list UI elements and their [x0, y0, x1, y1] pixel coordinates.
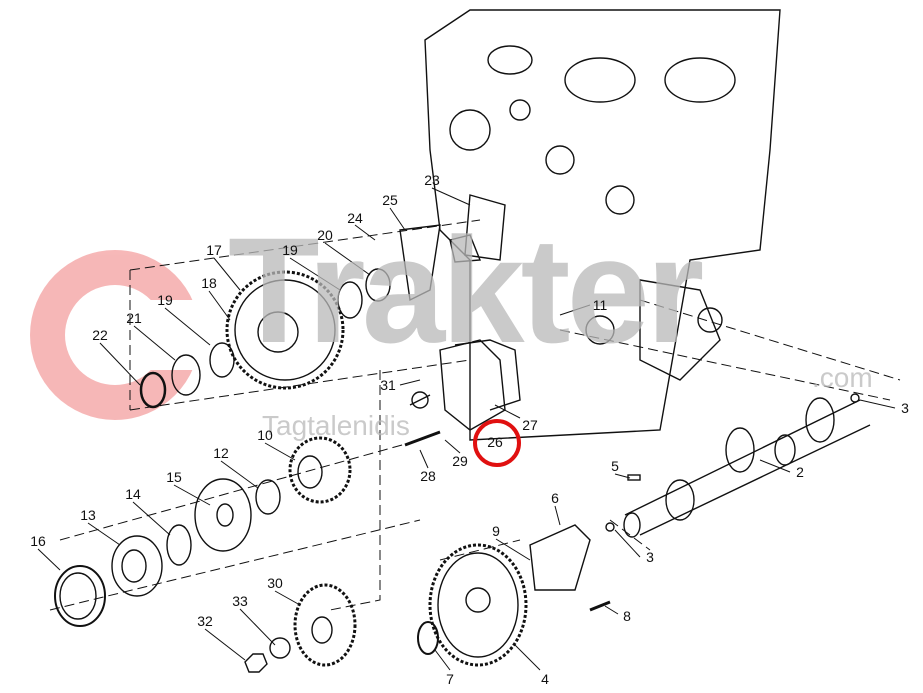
callout-13: 13: [80, 507, 96, 523]
cam-gear-4: [428, 543, 528, 667]
washer-20: [365, 268, 391, 302]
washer-12: [255, 479, 281, 515]
callout-6: 6: [551, 490, 559, 506]
callout-21: 21: [126, 310, 142, 326]
callout-7: 7: [446, 671, 454, 687]
callout-26: 26: [487, 434, 503, 450]
washer-33: [269, 637, 291, 659]
watermark-domain: .com: [812, 362, 873, 393]
callout-14: 14: [125, 486, 141, 502]
callout-12: 12: [213, 445, 229, 461]
callout-4: 4: [541, 671, 549, 687]
callout-31: 31: [380, 377, 396, 393]
plug-3b: [850, 393, 860, 403]
callout-16: 16: [30, 533, 46, 549]
bracket-25: [399, 224, 441, 302]
callout-19b: 19: [157, 292, 173, 308]
callout-9: 9: [492, 523, 500, 539]
callout-28: 28: [420, 468, 436, 484]
callout-22: 22: [92, 327, 108, 343]
callout-29: 29: [452, 453, 468, 469]
ring-14: [166, 524, 192, 566]
callout-3: 3: [901, 400, 909, 416]
callout-33: 33: [232, 593, 248, 609]
callout-30: 30: [267, 575, 283, 591]
thrust-plate-6: [529, 524, 591, 591]
callout-11: 11: [592, 297, 608, 313]
bushing-19b: [209, 342, 235, 378]
callout-27: 27: [522, 417, 538, 433]
callout-19: 19: [282, 242, 298, 258]
plate-15: [194, 478, 252, 552]
plug-3: [605, 522, 615, 532]
bearing-13: [111, 535, 163, 597]
circlip-7: [417, 621, 439, 655]
snap-ring-22: [139, 371, 167, 409]
callout-15: 15: [166, 469, 182, 485]
nut-32: [244, 653, 268, 673]
callout-18: 18: [201, 275, 217, 291]
bolt-28: [404, 430, 441, 447]
seal-16: [54, 565, 106, 627]
watermark-brand: Trakter: [228, 206, 704, 374]
callout-2: 2: [796, 464, 804, 480]
gear-30: [293, 583, 357, 667]
assembly-lines: [49, 219, 901, 611]
callout-20: 20: [317, 227, 333, 243]
callout-24: 24: [347, 210, 363, 226]
callout-32: 32: [197, 613, 213, 629]
watermark-owner: Tagtalenidis: [262, 410, 410, 441]
hub-21: [171, 354, 201, 396]
gear-10: [288, 436, 352, 504]
callout-8: 8: [623, 608, 631, 624]
highlight-circle: [473, 419, 521, 467]
callout-17: 17: [206, 242, 222, 258]
callout-10: 10: [257, 427, 273, 443]
camshaft-2: [623, 397, 871, 538]
callout-3b: 3: [646, 549, 654, 565]
leader-lines: [37, 187, 896, 671]
watermark-gear-logo: [30, 250, 225, 420]
callout-25: 25: [382, 192, 398, 208]
callout-5: 5: [611, 458, 619, 474]
bushing-19: [337, 281, 363, 319]
gear-18: [225, 270, 345, 390]
shaft-23: [449, 194, 506, 263]
callout-23: 23: [424, 172, 440, 188]
bolt-8: [589, 600, 611, 612]
